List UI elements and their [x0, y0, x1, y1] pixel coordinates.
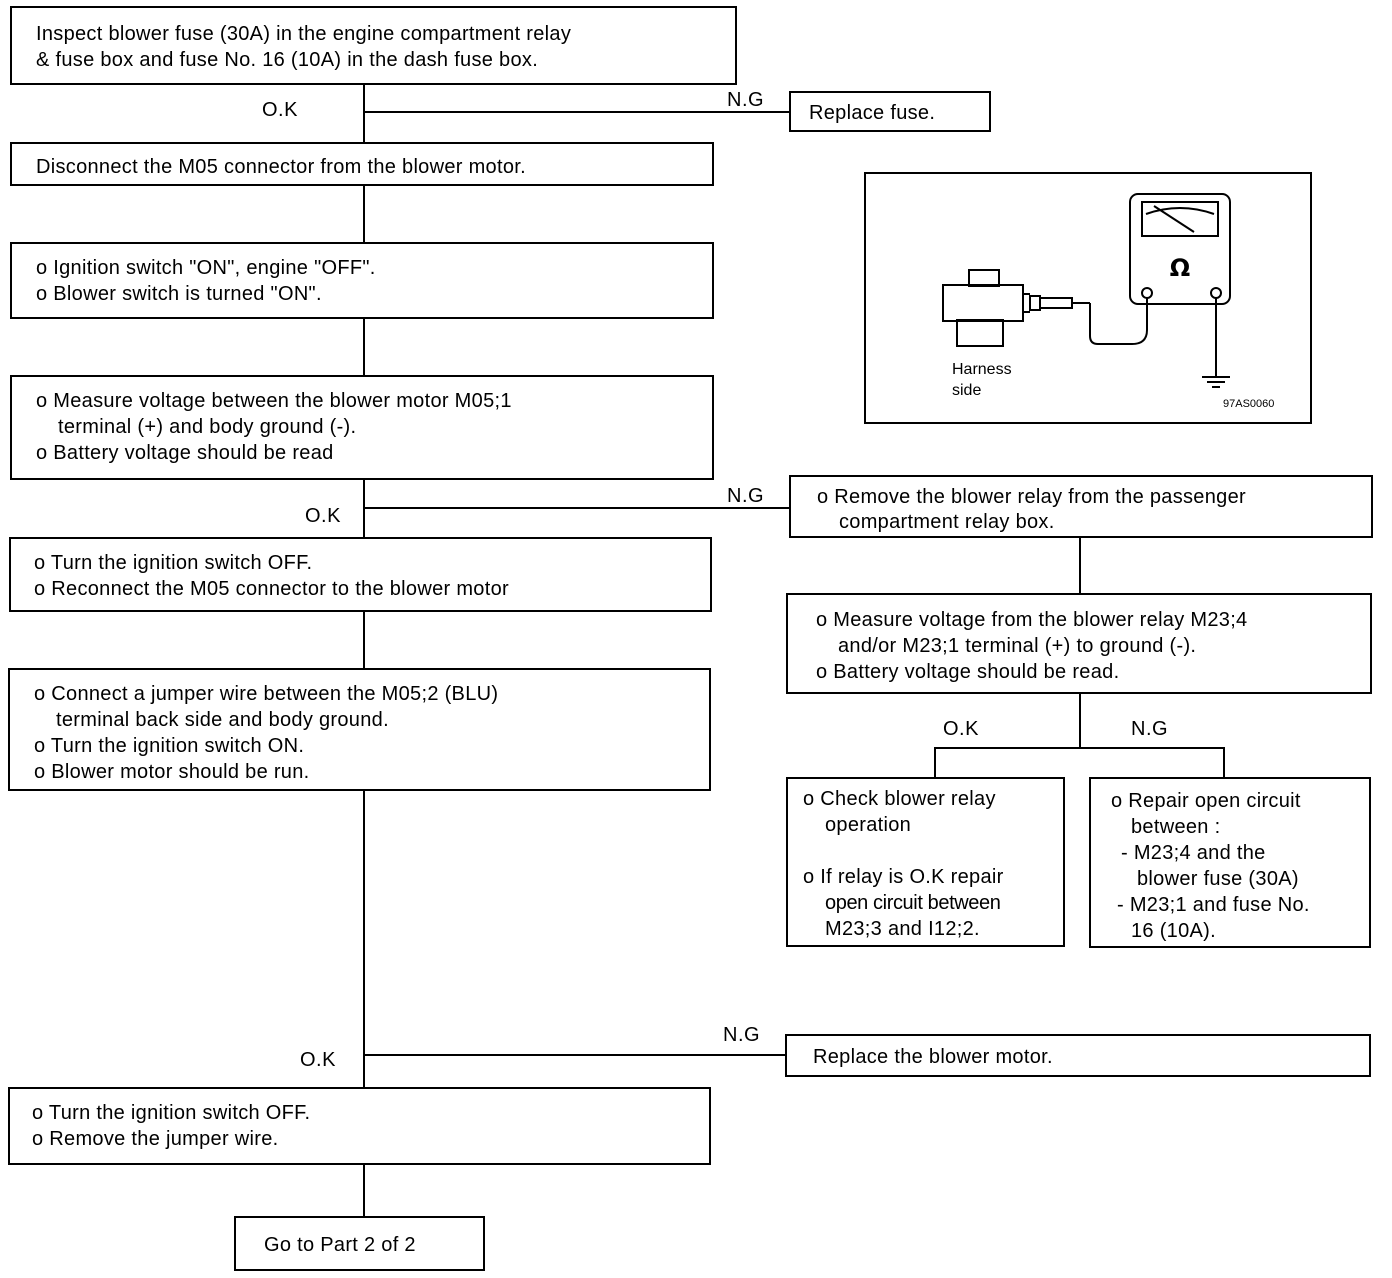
ng-label: N.G	[1131, 718, 1169, 740]
harness-label-line1: Harness	[952, 361, 1012, 378]
inspect-fuse-box: Inspect blower fuse (30A) in the engine …	[10, 6, 737, 85]
box-line: o Blower motor should be run.	[34, 761, 310, 783]
box-line: o Measure voltage between the blower mot…	[36, 390, 512, 412]
box-line: o Turn the ignition switch OFF.	[34, 552, 313, 574]
box-line: o Blower switch is turned "ON".	[36, 283, 322, 305]
box-line: between :	[1131, 816, 1221, 838]
box-line: o Ignition switch "ON", engine "OFF".	[36, 257, 376, 279]
ng-label: N.G	[727, 485, 765, 507]
box-line: terminal (+) and body ground (-).	[58, 416, 357, 438]
ng-label: N.G	[723, 1024, 761, 1046]
replace-motor-box: Replace the blower motor.	[785, 1034, 1371, 1077]
box-line: - M23;4 and the	[1121, 842, 1266, 864]
box-line: & fuse box and fuse No. 16 (10A) in the …	[36, 49, 539, 71]
box-line: o Battery voltage should be read	[36, 442, 334, 464]
box-line: o Battery voltage should be read.	[816, 661, 1120, 683]
box-line: Inspect blower fuse (30A) in the engine …	[36, 23, 572, 45]
disconnect-connector-box: Disconnect the M05 connector from the bl…	[10, 142, 714, 186]
ok-label: O.K	[262, 99, 298, 121]
harness-label-line2: side	[952, 382, 981, 399]
box-line: - M23;1 and fuse No.	[1117, 894, 1310, 916]
box-line: terminal back side and body ground.	[56, 709, 389, 731]
box-line: o Turn the ignition switch OFF.	[32, 1102, 311, 1124]
ignition-on-box: o Ignition switch "ON", engine "OFF". o …	[10, 242, 714, 319]
box-line: operation	[825, 814, 912, 836]
ok-label: O.K	[943, 718, 979, 740]
ohmmeter-icon	[1129, 193, 1231, 305]
box-line: Go to Part 2 of 2	[264, 1234, 416, 1256]
box-line: o Check blower relay	[803, 788, 996, 810]
box-line: o Turn the ignition switch ON.	[34, 735, 305, 757]
box-line: o Remove the blower relay from the passe…	[817, 486, 1246, 508]
box-line: and/or M23;1 terminal (+) to ground (-).	[838, 635, 1197, 657]
ohm-symbol: Ω	[1170, 254, 1190, 282]
ng-label: N.G	[727, 89, 765, 111]
measure-voltage-box: o Measure voltage between the blower mot…	[10, 375, 714, 480]
remove-relay-box: o Remove the blower relay from the passe…	[789, 475, 1373, 538]
connector-branch	[934, 747, 1225, 778]
box-line: Disconnect the M05 connector from the bl…	[36, 156, 526, 178]
box-line: 16 (10A).	[1131, 920, 1216, 942]
measurement-figure: Ω Harness side 97AS0060	[864, 172, 1312, 424]
box-line: blower fuse (30A)	[1137, 868, 1299, 890]
box-line: Replace fuse.	[809, 102, 936, 124]
box-line: M23;3 and I12;2.	[825, 918, 980, 940]
box-line: Replace the blower motor.	[813, 1046, 1053, 1068]
measure-relay-box: o Measure voltage from the blower relay …	[786, 593, 1372, 694]
ground-symbol-icon	[1202, 298, 1230, 388]
turn-off-reconnect-box: o Turn the ignition switch OFF. o Reconn…	[9, 537, 712, 612]
turn-off-remove-box: o Turn the ignition switch OFF. o Remove…	[8, 1087, 711, 1165]
probe-wire	[1089, 298, 1148, 345]
box-line: o Connect a jumper wire between the M05;…	[34, 683, 499, 705]
go-to-part-2-box: Go to Part 2 of 2	[234, 1216, 485, 1271]
replace-fuse-box: Replace fuse.	[789, 91, 991, 132]
ok-label: O.K	[300, 1049, 336, 1071]
ok-label: O.K	[305, 505, 341, 527]
box-line: o Remove the jumper wire.	[32, 1128, 279, 1150]
box-line: o Repair open circuit	[1111, 790, 1301, 812]
box-line: o Measure voltage from the blower relay …	[816, 609, 1248, 631]
box-line: open circuit between	[825, 892, 1001, 914]
repair-open-circuit-box: o Repair open circuit between : - M23;4 …	[1089, 777, 1371, 948]
connector-icon	[942, 269, 1090, 347]
figure-code: 97AS0060	[1223, 398, 1274, 410]
jumper-test-box: o Connect a jumper wire between the M05;…	[8, 668, 711, 791]
box-line: compartment relay box.	[839, 511, 1055, 533]
box-line: o If relay is O.K repair	[803, 866, 1004, 888]
check-relay-box: o Check blower relay operation o If rela…	[786, 777, 1065, 947]
box-line: o Reconnect the M05 connector to the blo…	[34, 578, 509, 600]
